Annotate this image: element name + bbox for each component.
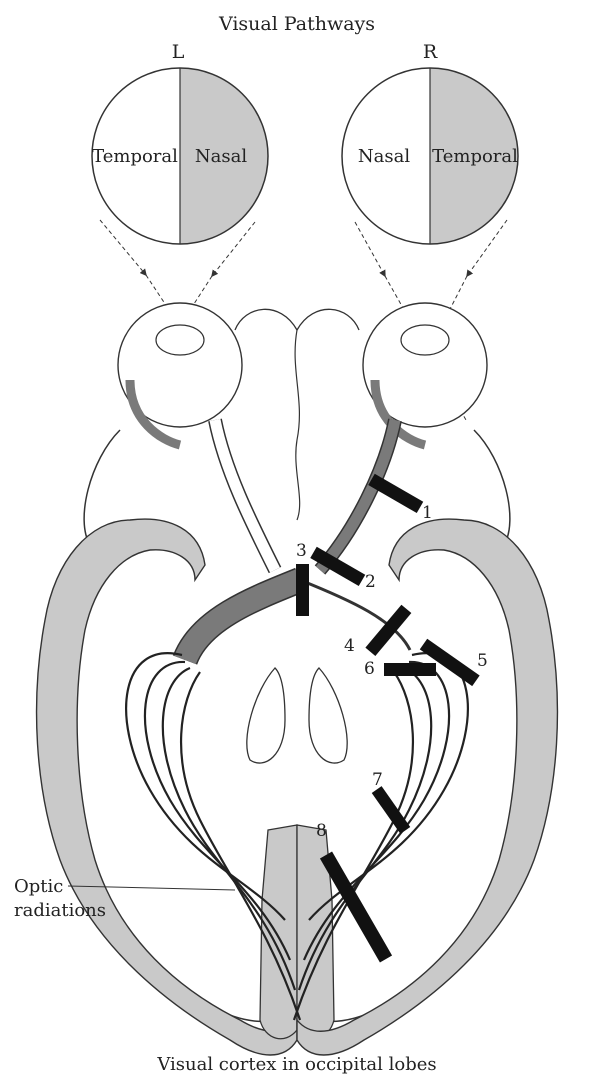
right-eye: [363, 303, 487, 445]
right-eye-label: R: [423, 41, 438, 63]
diagram-title: Visual Pathways: [218, 13, 375, 35]
lesion-label-1: 1: [422, 503, 433, 523]
right-visual-field: Nasal Temporal: [342, 68, 518, 244]
left-eye-label: L: [172, 41, 185, 63]
optic-radiations-label-line1: Optic: [14, 876, 63, 897]
lesion-bar-6: [384, 663, 436, 676]
cortex-caption: Visual cortex in occipital lobes: [156, 1054, 436, 1075]
right-temporal-label: Temporal: [432, 146, 518, 167]
lesion-label-6: 6: [364, 659, 375, 679]
left-nasal-label: Nasal: [195, 146, 247, 167]
lesion-bar-3: [296, 564, 309, 616]
left-occipital-lobe: [260, 825, 297, 1039]
lesion-label-4: 4: [344, 636, 355, 656]
right-nasal-label: Nasal: [358, 146, 410, 167]
lesion-label-8: 8: [316, 821, 327, 841]
lesion-label-5: 5: [477, 651, 488, 671]
left-eye: [118, 303, 242, 445]
optic-radiations-label-line2: radiations: [14, 900, 106, 921]
lesion-label-3: 3: [296, 541, 307, 561]
lesion-label-7: 7: [372, 770, 383, 790]
left-temporal-label: Temporal: [92, 146, 178, 167]
left-visual-field: Temporal Nasal: [92, 68, 268, 244]
lesion-label-2: 2: [365, 572, 376, 592]
